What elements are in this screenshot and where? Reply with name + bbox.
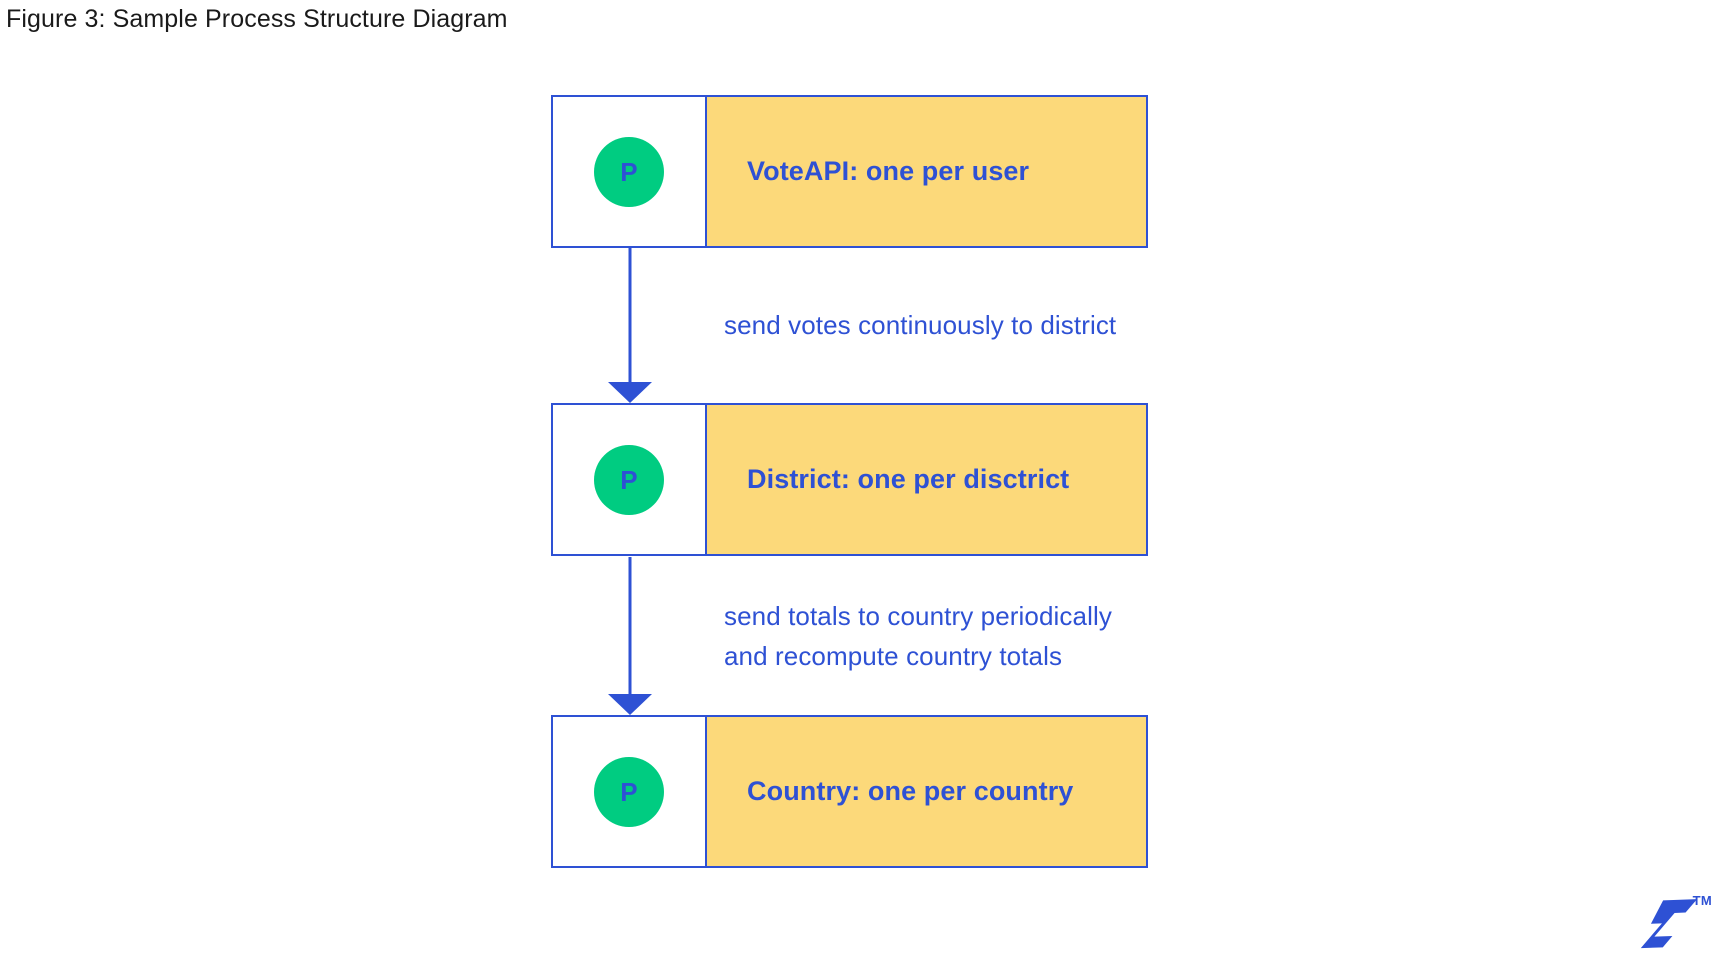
edge-voteapi-district: [608, 248, 652, 403]
node-label-cell: District: one per disctrict: [707, 405, 1146, 554]
process-badge-icon: P: [594, 136, 664, 207]
process-badge-icon: P: [594, 444, 664, 515]
process-node-voteapi[interactable]: P VoteAPI: one per user: [551, 95, 1148, 248]
node-label: VoteAPI: one per user: [747, 156, 1030, 186]
node-label: Country: one per country: [747, 776, 1074, 806]
process-node-district[interactable]: P District: one per disctrict: [551, 403, 1148, 556]
figure-caption: Figure 3: Sample Process Structure Diagr…: [6, 5, 508, 33]
edge-label-voteapi-district: send votes continuously to district: [724, 310, 1117, 340]
toptal-logo-icon: [1640, 899, 1698, 949]
edge-district-country: [608, 557, 652, 715]
trademark-symbol: TM: [1692, 893, 1712, 908]
node-label-cell: Country: one per country: [707, 717, 1146, 866]
process-node-country[interactable]: P Country: one per country: [551, 715, 1148, 868]
node-icon-cell: P: [553, 717, 707, 866]
node-label-cell: VoteAPI: one per user: [707, 97, 1146, 246]
node-icon-cell: P: [553, 405, 707, 554]
node-icon-cell: P: [553, 97, 707, 246]
edge-label-district-country: send totals to country periodically and …: [724, 601, 1112, 671]
node-label: District: one per disctrict: [747, 464, 1070, 494]
process-badge-icon: P: [594, 756, 664, 827]
